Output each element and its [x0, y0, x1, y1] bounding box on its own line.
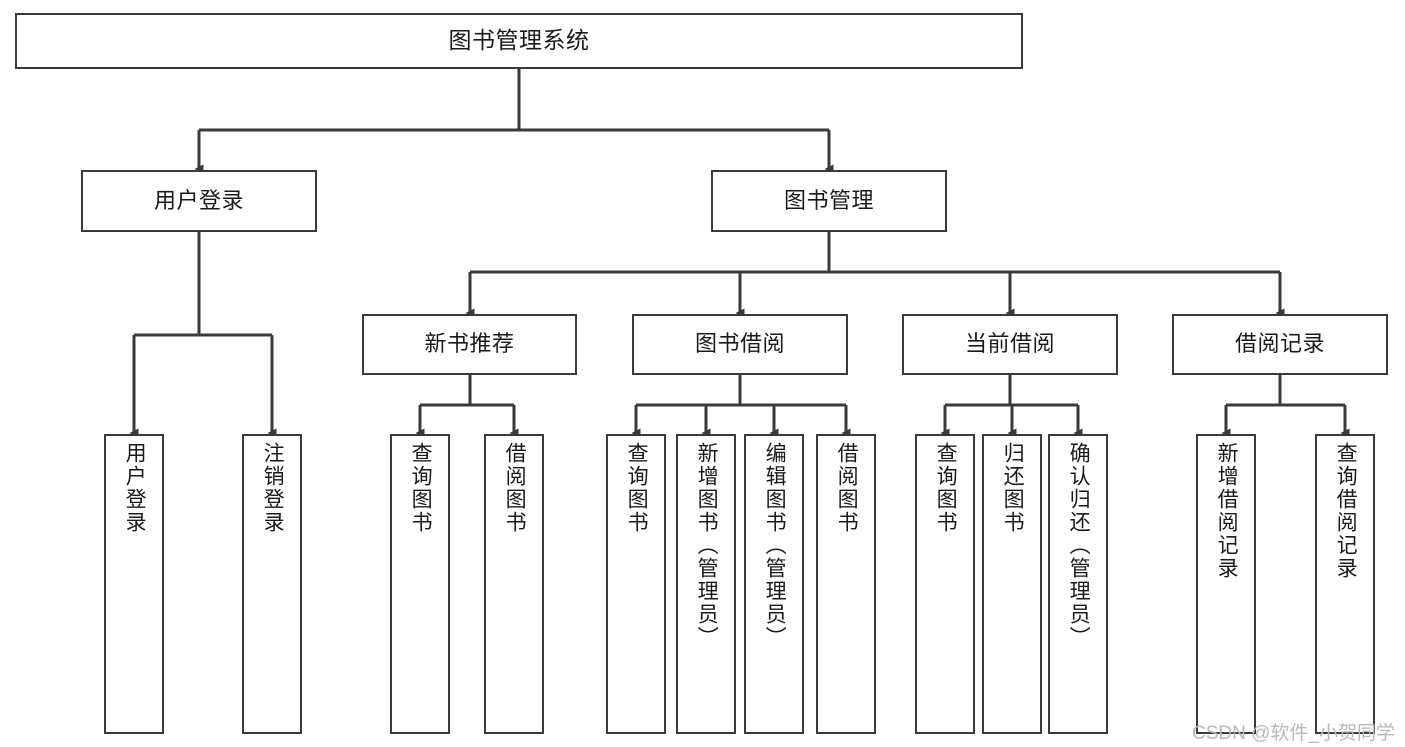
node-label: 编辑图书（管理员）	[763, 442, 787, 649]
node-label: 图书管理系统	[448, 27, 590, 54]
node-leaf-bb-edit[interactable]: 编辑图书（管理员）	[744, 434, 804, 734]
node-label: 查询图书	[625, 442, 649, 534]
node-label: 新增借阅记录	[1215, 442, 1239, 580]
node-label: 图书管理	[783, 187, 874, 213]
node-label: 当前借阅	[964, 331, 1055, 357]
node-label: 新增图书（管理员）	[695, 442, 719, 649]
node-leaf-bb-add[interactable]: 新增图书（管理员）	[676, 434, 736, 734]
node-leaf-rec-query[interactable]: 查询图书	[390, 434, 450, 734]
node-leaf-bb-query[interactable]: 查询图书	[606, 434, 666, 734]
node-label: 查询图书	[409, 442, 433, 534]
edge-group	[129, 69, 1350, 438]
node-leaf-rec-borrow[interactable]: 借阅图书	[484, 434, 544, 734]
node-label: 借阅记录	[1234, 331, 1325, 357]
node-book-borrow[interactable]: 图书借阅	[632, 314, 848, 375]
node-label: 查询借阅记录	[1334, 442, 1358, 580]
node-label: 图书借阅	[694, 331, 785, 357]
node-book-manage[interactable]: 图书管理	[711, 170, 947, 232]
node-current-borrow[interactable]: 当前借阅	[902, 314, 1118, 375]
node-leaf-bb-borrow[interactable]: 借阅图书	[816, 434, 876, 734]
node-user-login[interactable]: 用户登录	[81, 170, 317, 232]
node-leaf-br-query[interactable]: 查询借阅记录	[1315, 434, 1375, 734]
node-leaf-br-add[interactable]: 新增借阅记录	[1196, 434, 1256, 734]
node-leaf-user-logout[interactable]: 注销登录	[242, 434, 302, 734]
node-root[interactable]: 图书管理系统	[15, 13, 1023, 69]
node-label: 注销登录	[261, 442, 285, 534]
node-leaf-cb-query[interactable]: 查询图书	[915, 434, 975, 734]
node-label: 借阅图书	[835, 442, 859, 534]
node-leaf-cb-return[interactable]: 归还图书	[982, 434, 1042, 734]
node-label: 用户登录	[123, 442, 147, 534]
node-label: 归还图书	[1001, 442, 1025, 534]
node-label: 查询图书	[934, 442, 958, 534]
node-label: 确认归还（管理员）	[1067, 442, 1091, 649]
watermark-text: CSDN @软件_小贺同学	[1192, 723, 1395, 744]
node-borrow-record[interactable]: 借阅记录	[1172, 314, 1388, 375]
node-leaf-cb-confirm[interactable]: 确认归还（管理员）	[1048, 434, 1108, 734]
node-new-book-rec[interactable]: 新书推荐	[362, 314, 577, 375]
node-leaf-user-login[interactable]: 用户登录	[104, 434, 164, 734]
node-label: 借阅图书	[503, 442, 527, 534]
node-label: 用户登录	[153, 187, 244, 213]
node-label: 新书推荐	[424, 331, 515, 357]
